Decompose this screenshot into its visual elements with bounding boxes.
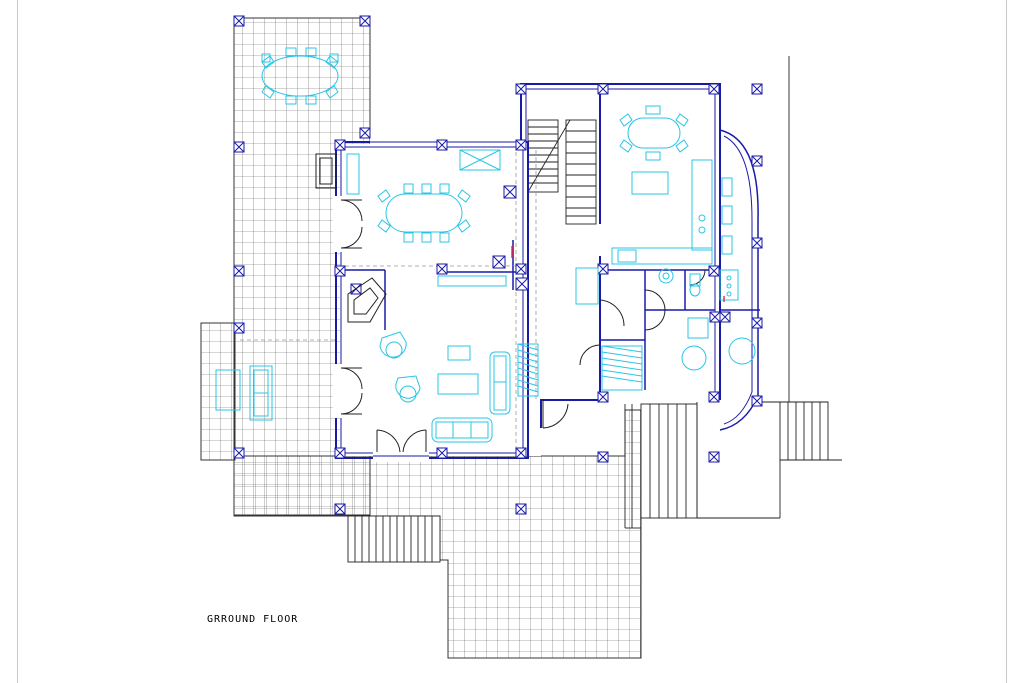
column [233, 322, 245, 334]
cabinet [459, 149, 501, 171]
column [515, 277, 529, 291]
column [233, 265, 245, 277]
column [597, 451, 609, 463]
steps [347, 56, 842, 563]
column [515, 263, 527, 275]
column [719, 311, 731, 323]
column [436, 447, 448, 459]
kitchen-dining-set [619, 105, 689, 161]
column [334, 447, 346, 459]
counter-east [691, 159, 713, 251]
column [751, 395, 763, 407]
column [708, 265, 720, 277]
column [359, 127, 371, 139]
column [708, 451, 720, 463]
column [708, 83, 720, 95]
steps-east [640, 403, 698, 519]
column [751, 237, 763, 249]
column [359, 15, 371, 27]
column [515, 139, 527, 151]
column [597, 263, 609, 275]
kitchen-island [631, 171, 669, 195]
columns [233, 15, 763, 515]
column [515, 83, 527, 95]
staircase [527, 119, 597, 225]
column [436, 263, 448, 275]
column [233, 15, 245, 27]
walls [335, 83, 760, 459]
column [436, 139, 448, 151]
fittings [511, 246, 725, 302]
column [503, 185, 517, 199]
column [233, 447, 245, 459]
sideboard [346, 153, 360, 195]
dining-table [377, 183, 471, 243]
column [515, 447, 527, 459]
column [334, 503, 346, 515]
doors [340, 199, 706, 453]
drawing-title: GRROUND FLOOR [207, 614, 299, 625]
column [708, 391, 720, 403]
fireplace-niche [315, 153, 337, 189]
bathroom-fixtures [575, 267, 756, 391]
sheet-frame [17, 0, 1007, 683]
outdoor-lounge [215, 365, 273, 421]
furniture [215, 47, 756, 443]
column [233, 141, 245, 153]
fireplace [347, 277, 387, 323]
wardrobe [517, 343, 539, 397]
column [751, 155, 763, 167]
column [597, 83, 609, 95]
column [515, 503, 527, 515]
column [751, 317, 763, 329]
bar-counter [437, 275, 507, 287]
column [751, 83, 763, 95]
outdoor-dining-set [261, 47, 339, 105]
column [709, 311, 721, 323]
column [492, 255, 506, 269]
column [597, 391, 609, 403]
counter-south [611, 247, 713, 265]
column [334, 139, 346, 151]
terrace-west-bay [200, 322, 236, 461]
living-furniture [379, 331, 511, 443]
column [334, 265, 346, 277]
